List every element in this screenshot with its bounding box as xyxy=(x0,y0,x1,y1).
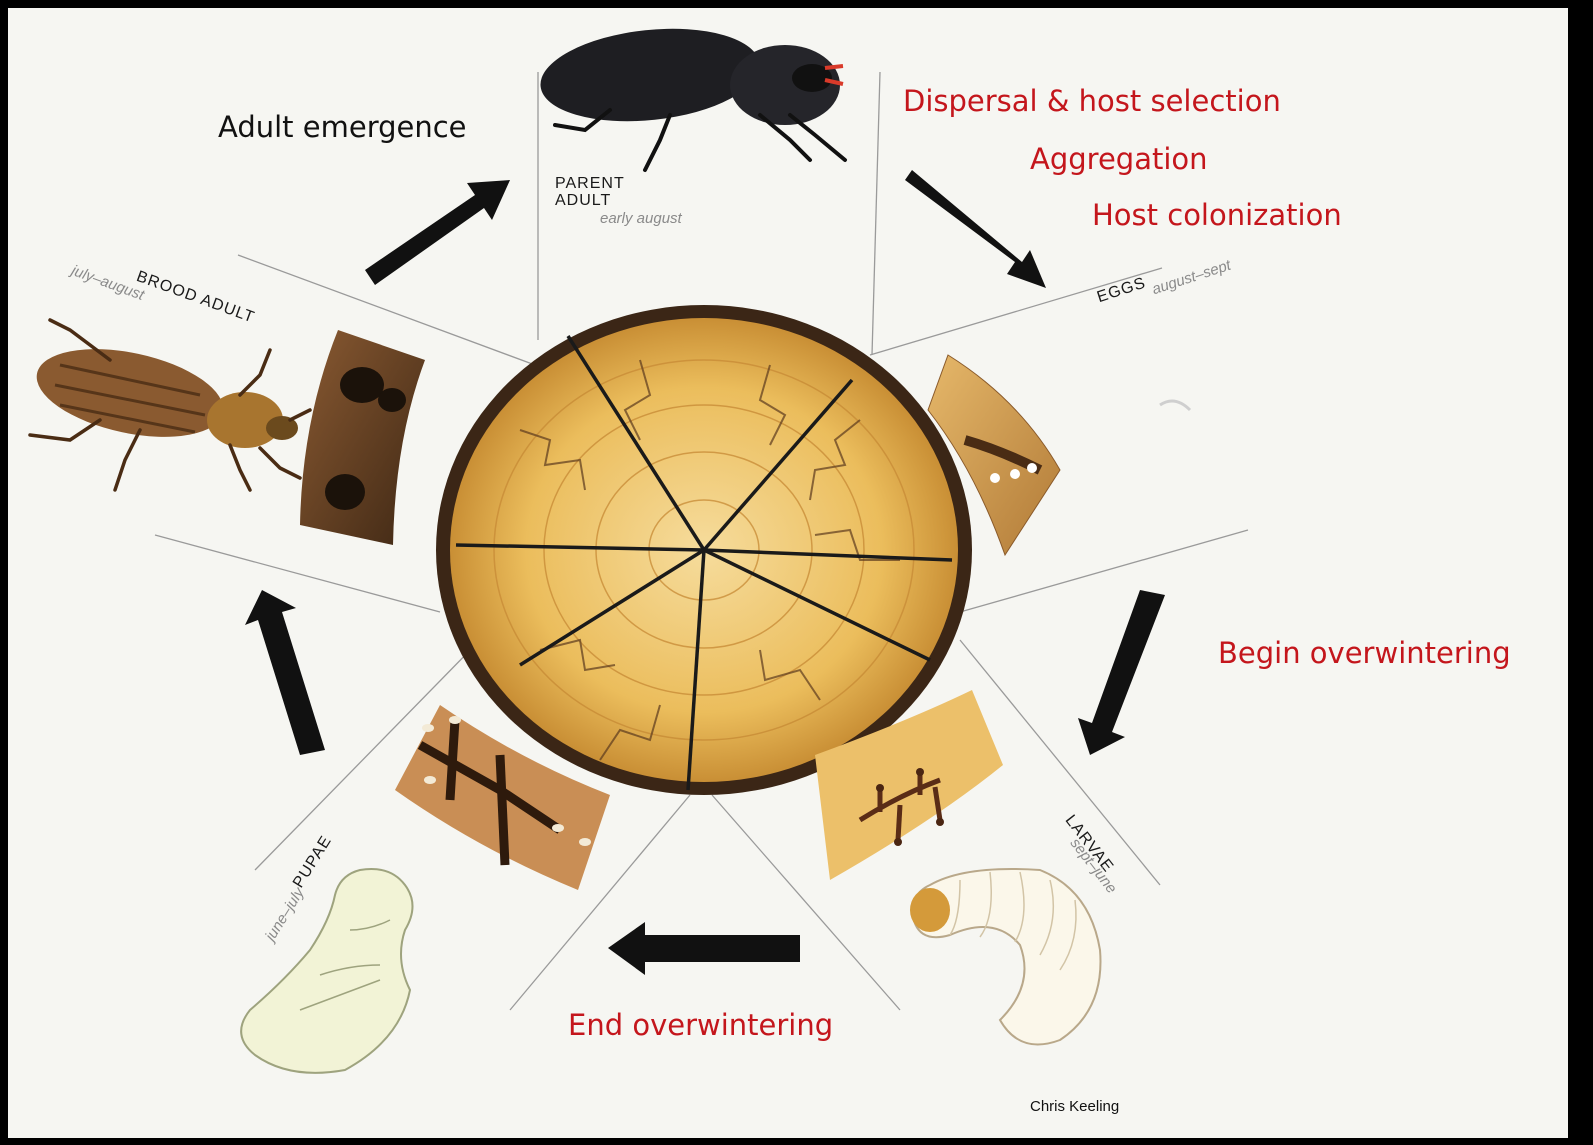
annotation-adult-emergence: Adult emergence xyxy=(218,110,467,144)
annotation-dispersal: Dispersal & host selection xyxy=(903,84,1281,118)
annotation-host-colonization: Host colonization xyxy=(1092,198,1342,232)
stage-parent-adult-line2: ADULT xyxy=(555,192,625,209)
stage-parent-adult: PARENT ADULT xyxy=(555,175,625,209)
annotation-end-overwintering: End overwintering xyxy=(568,1008,833,1042)
log-cross-section xyxy=(436,305,972,795)
annotation-aggregation: Aggregation xyxy=(1030,142,1208,176)
credit-text: Chris Keeling xyxy=(1030,1098,1119,1115)
stage-parent-adult-line1: PARENT xyxy=(555,175,625,192)
annotation-begin-overwintering: Begin overwintering xyxy=(1218,636,1511,670)
stage-parent-adult-season: early august xyxy=(600,210,682,227)
